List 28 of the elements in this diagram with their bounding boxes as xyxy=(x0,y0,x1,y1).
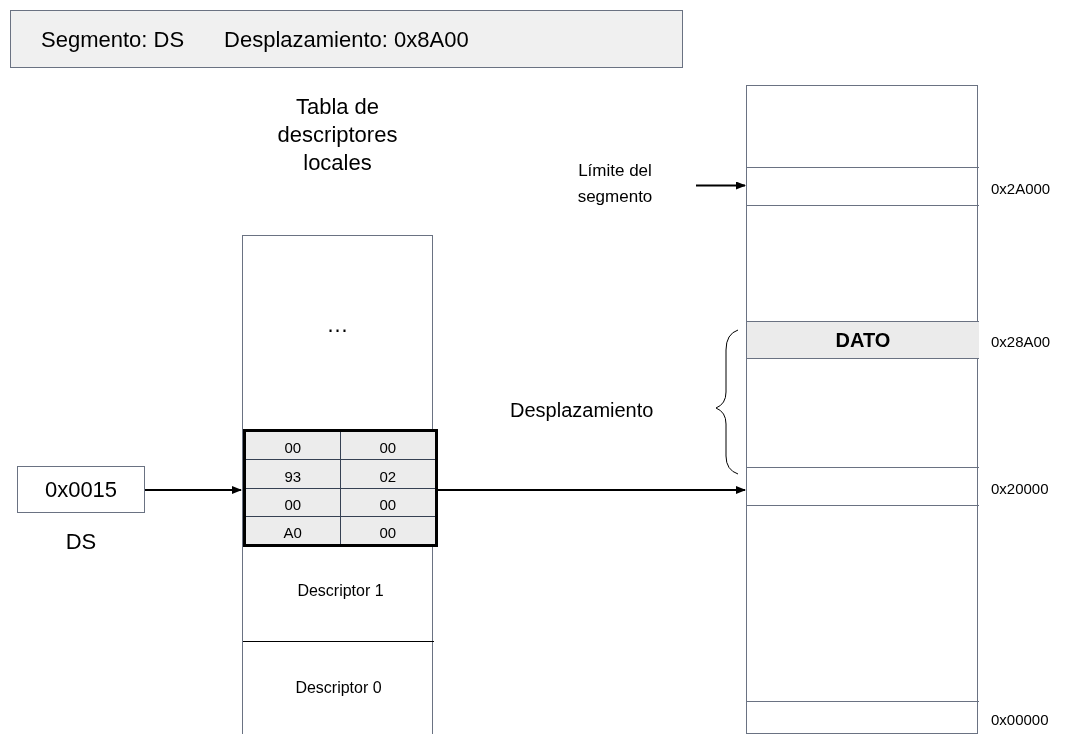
byte-cell: 00 xyxy=(340,432,435,461)
data-text: DATO xyxy=(835,328,891,353)
ellipsis: … xyxy=(325,311,350,339)
table-title: Tabla de descriptores locales xyxy=(276,93,399,177)
address-label: 0x2A000 xyxy=(991,178,1051,199)
address-text: Segmento: DS xyxy=(41,25,185,54)
arrow xyxy=(436,486,746,494)
register-value: 0x0015 xyxy=(44,476,118,504)
limit-label: Límite del segmento xyxy=(540,158,690,214)
address-box xyxy=(10,10,683,68)
address-label: 0x20000 xyxy=(991,478,1049,499)
byte-cell: 93 xyxy=(246,460,341,489)
byte-cell: 00 xyxy=(246,432,341,461)
descriptor-label: Descriptor 0 xyxy=(294,678,383,698)
address-label: 0x00000 xyxy=(991,710,1049,730)
offset-label: Desplazamiento xyxy=(510,398,654,423)
descriptor-bytes-grid xyxy=(243,429,438,547)
address-text: Desplazamiento: 0x8A00 xyxy=(224,25,469,54)
arrow xyxy=(144,486,242,494)
byte-cell: 00 xyxy=(340,488,435,517)
byte-cell-text: 00 xyxy=(378,523,398,543)
byte-cell: 00 xyxy=(246,488,341,517)
arrow xyxy=(695,181,746,190)
byte-cell: A0 xyxy=(246,516,341,544)
address-label: 0x28A00 xyxy=(991,332,1051,352)
descriptor-label: Descriptor 1 xyxy=(296,581,385,601)
register-name: DS xyxy=(64,528,98,556)
byte-cell: 02 xyxy=(340,460,435,489)
